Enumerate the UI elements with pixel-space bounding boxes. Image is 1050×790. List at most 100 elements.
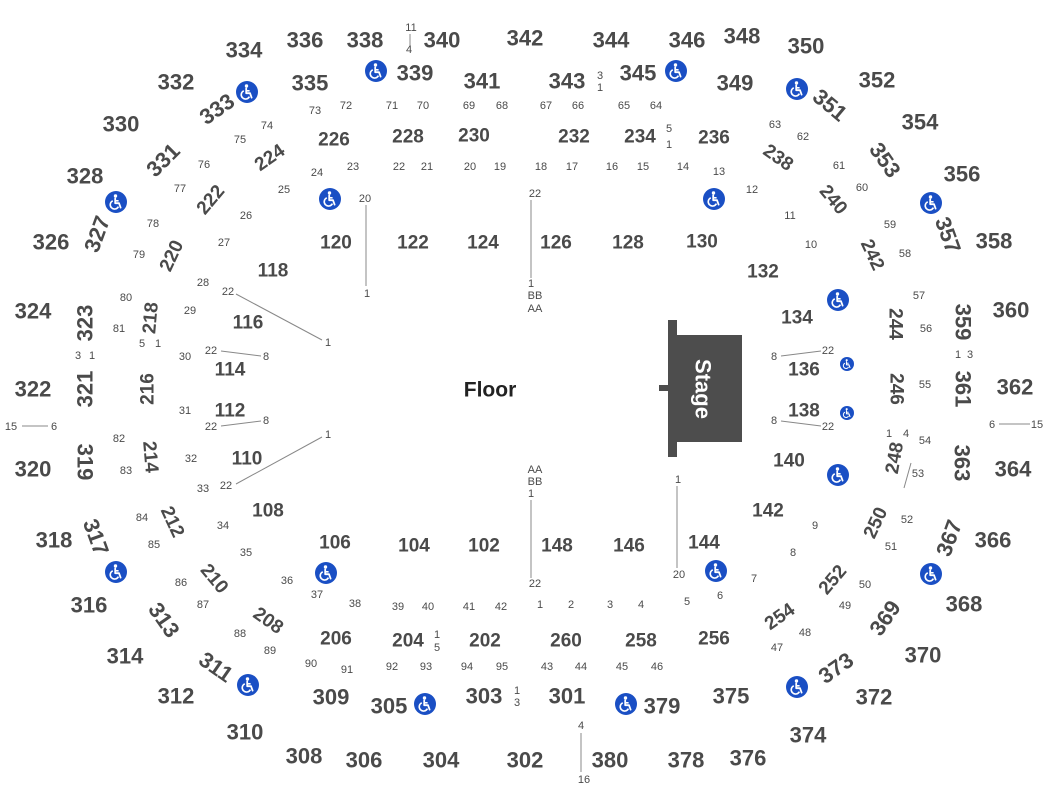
section-220[interactable]: 220 [156, 237, 188, 275]
section-372[interactable]: 372 [856, 685, 893, 710]
section-302[interactable]: 302 [507, 748, 544, 773]
section-310[interactable]: 310 [227, 720, 264, 745]
section-321[interactable]: 321 [73, 371, 98, 408]
section-252[interactable]: 252 [815, 561, 851, 599]
section-305[interactable]: 305 [371, 694, 408, 719]
section-244[interactable]: 244 [885, 308, 906, 340]
section-318[interactable]: 318 [36, 528, 73, 553]
section-222[interactable]: 222 [193, 181, 229, 219]
section-124[interactable]: 124 [467, 233, 499, 254]
section-360[interactable]: 360 [993, 298, 1030, 323]
section-218[interactable]: 218 [139, 301, 163, 334]
section-226[interactable]: 226 [318, 130, 350, 151]
section-214[interactable]: 214 [138, 440, 162, 474]
section-242[interactable]: 242 [856, 236, 888, 274]
section-311[interactable]: 311 [194, 647, 237, 688]
section-248[interactable]: 248 [882, 441, 908, 476]
section-120[interactable]: 120 [320, 233, 352, 254]
section-322[interactable]: 322 [15, 377, 52, 402]
section-362[interactable]: 362 [997, 375, 1034, 400]
section-224[interactable]: 224 [251, 140, 289, 176]
section-326[interactable]: 326 [33, 230, 70, 255]
section-354[interactable]: 354 [902, 110, 939, 135]
floor-label[interactable]: Floor [464, 379, 517, 402]
section-350[interactable]: 350 [788, 34, 825, 59]
section-206[interactable]: 206 [320, 629, 352, 650]
section-256[interactable]: 256 [698, 629, 730, 650]
section-349[interactable]: 349 [717, 71, 754, 96]
section-380[interactable]: 380 [592, 748, 629, 773]
section-308[interactable]: 308 [286, 744, 323, 769]
section-228[interactable]: 228 [392, 127, 424, 148]
section-130[interactable]: 130 [686, 232, 718, 253]
section-379[interactable]: 379 [644, 694, 681, 719]
section-314[interactable]: 314 [107, 644, 144, 669]
section-376[interactable]: 376 [730, 746, 767, 771]
section-348[interactable]: 348 [724, 24, 761, 49]
section-236[interactable]: 236 [698, 128, 730, 149]
section-134[interactable]: 134 [781, 308, 813, 329]
section-332[interactable]: 332 [158, 70, 195, 95]
section-114[interactable]: 114 [215, 360, 246, 381]
section-324[interactable]: 324 [15, 299, 52, 324]
section-126[interactable]: 126 [540, 233, 572, 254]
section-122[interactable]: 122 [397, 233, 429, 254]
section-240[interactable]: 240 [815, 181, 851, 219]
section-344[interactable]: 344 [593, 28, 630, 53]
section-313[interactable]: 313 [143, 598, 185, 642]
section-250[interactable]: 250 [860, 504, 892, 542]
section-108[interactable]: 108 [252, 501, 284, 522]
section-132[interactable]: 132 [747, 262, 779, 283]
section-116[interactable]: 116 [233, 313, 264, 334]
section-353[interactable]: 353 [864, 138, 906, 182]
section-366[interactable]: 366 [975, 528, 1012, 553]
section-304[interactable]: 304 [423, 748, 460, 773]
section-104[interactable]: 104 [398, 536, 430, 557]
section-338[interactable]: 338 [347, 28, 384, 53]
section-234[interactable]: 234 [624, 127, 656, 148]
section-336[interactable]: 336 [287, 28, 324, 53]
section-142[interactable]: 142 [752, 501, 784, 522]
section-112[interactable]: 112 [215, 401, 246, 422]
section-148[interactable]: 148 [541, 536, 573, 557]
section-357[interactable]: 357 [930, 213, 966, 256]
section-364[interactable]: 364 [995, 457, 1032, 482]
section-368[interactable]: 368 [946, 592, 983, 617]
section-340[interactable]: 340 [424, 28, 461, 53]
section-204[interactable]: 204 [392, 631, 424, 652]
section-367[interactable]: 367 [931, 516, 967, 559]
section-339[interactable]: 339 [397, 61, 434, 86]
section-333[interactable]: 333 [195, 88, 239, 130]
section-363[interactable]: 363 [950, 445, 975, 482]
section-301[interactable]: 301 [549, 684, 586, 709]
section-341[interactable]: 341 [464, 69, 501, 94]
section-378[interactable]: 378 [668, 748, 705, 773]
section-306[interactable]: 306 [346, 748, 383, 773]
section-330[interactable]: 330 [103, 112, 140, 137]
section-138[interactable]: 138 [788, 401, 820, 422]
section-327[interactable]: 327 [79, 212, 115, 255]
section-373[interactable]: 373 [814, 647, 858, 689]
section-102[interactable]: 102 [468, 536, 500, 557]
section-208[interactable]: 208 [249, 603, 287, 638]
section-202[interactable]: 202 [469, 631, 501, 652]
section-246[interactable]: 246 [886, 373, 907, 405]
section-136[interactable]: 136 [788, 360, 820, 381]
section-316[interactable]: 316 [71, 593, 108, 618]
section-106[interactable]: 106 [319, 533, 351, 554]
section-146[interactable]: 146 [613, 536, 645, 557]
section-328[interactable]: 328 [67, 164, 104, 189]
section-323[interactable]: 323 [73, 305, 98, 342]
section-216[interactable]: 216 [138, 373, 159, 405]
section-312[interactable]: 312 [158, 684, 195, 709]
section-258[interactable]: 258 [625, 631, 657, 652]
section-369[interactable]: 369 [864, 596, 906, 640]
section-335[interactable]: 335 [292, 71, 329, 96]
section-110[interactable]: 110 [232, 449, 263, 470]
section-254[interactable]: 254 [761, 599, 799, 635]
section-346[interactable]: 346 [669, 28, 706, 53]
section-140[interactable]: 140 [773, 451, 805, 472]
section-351[interactable]: 351 [808, 84, 852, 127]
section-210[interactable]: 210 [196, 560, 232, 598]
section-375[interactable]: 375 [713, 684, 750, 709]
